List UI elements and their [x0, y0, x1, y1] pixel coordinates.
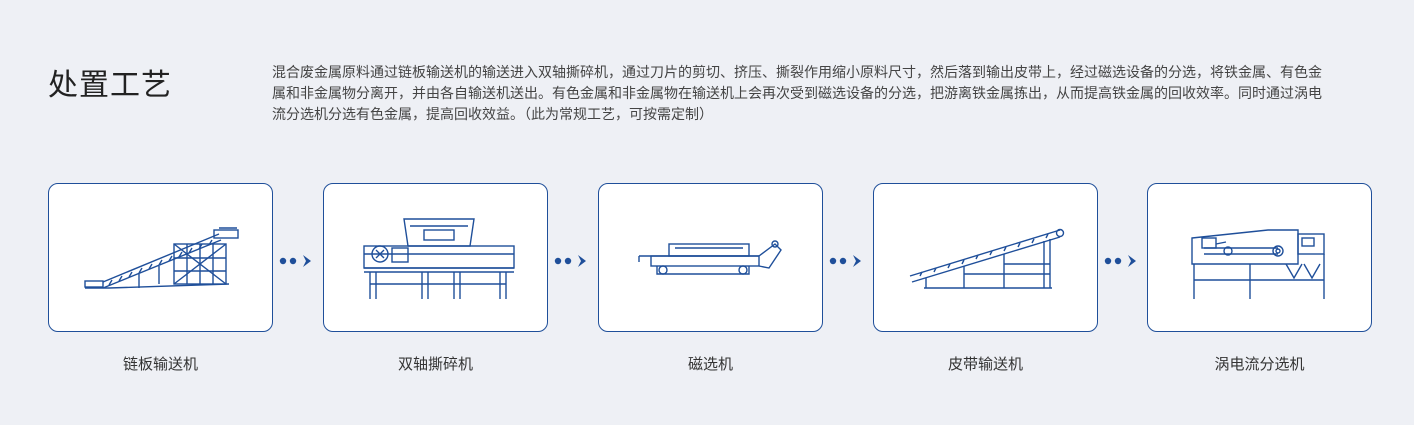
process-card-dual-shaft-shredder: [323, 183, 548, 332]
process-card-eddy-current-separator: [1147, 183, 1372, 332]
process-card-belt-conveyor: [873, 183, 1098, 332]
process-card-magnetic-separator: [598, 183, 823, 332]
process-step-label: 涡电流分选机: [1214, 355, 1305, 373]
process-step-label: 磁选机: [687, 355, 733, 373]
flow-arrow-icon: [1104, 255, 1136, 267]
dual-shaft-shredder-icon: [363, 218, 515, 299]
process-step-label: 皮带输送机: [947, 355, 1023, 373]
flow-arrow-icon: [554, 255, 586, 267]
process-step-label: 双轴撕碎机: [397, 355, 473, 373]
flow-arrow-icon: [279, 255, 311, 267]
magnetic-separator-icon: [638, 240, 782, 275]
eddy-current-separator-icon: [1191, 229, 1325, 299]
flow-arrow-icon: [829, 255, 861, 267]
process-description: 混合废金属原料通过链板输送机的输送进入双轴撕碎机，通过刀片的剪切、挤压、撕裂作用…: [272, 65, 1322, 123]
process-card-chain-plate-conveyor: [48, 183, 273, 332]
page-title: 处置工艺: [48, 68, 172, 103]
chain-plate-conveyor-icon: [84, 227, 239, 289]
process-step-label: 链板输送机: [122, 355, 198, 373]
belt-conveyor-icon: [909, 228, 1065, 289]
